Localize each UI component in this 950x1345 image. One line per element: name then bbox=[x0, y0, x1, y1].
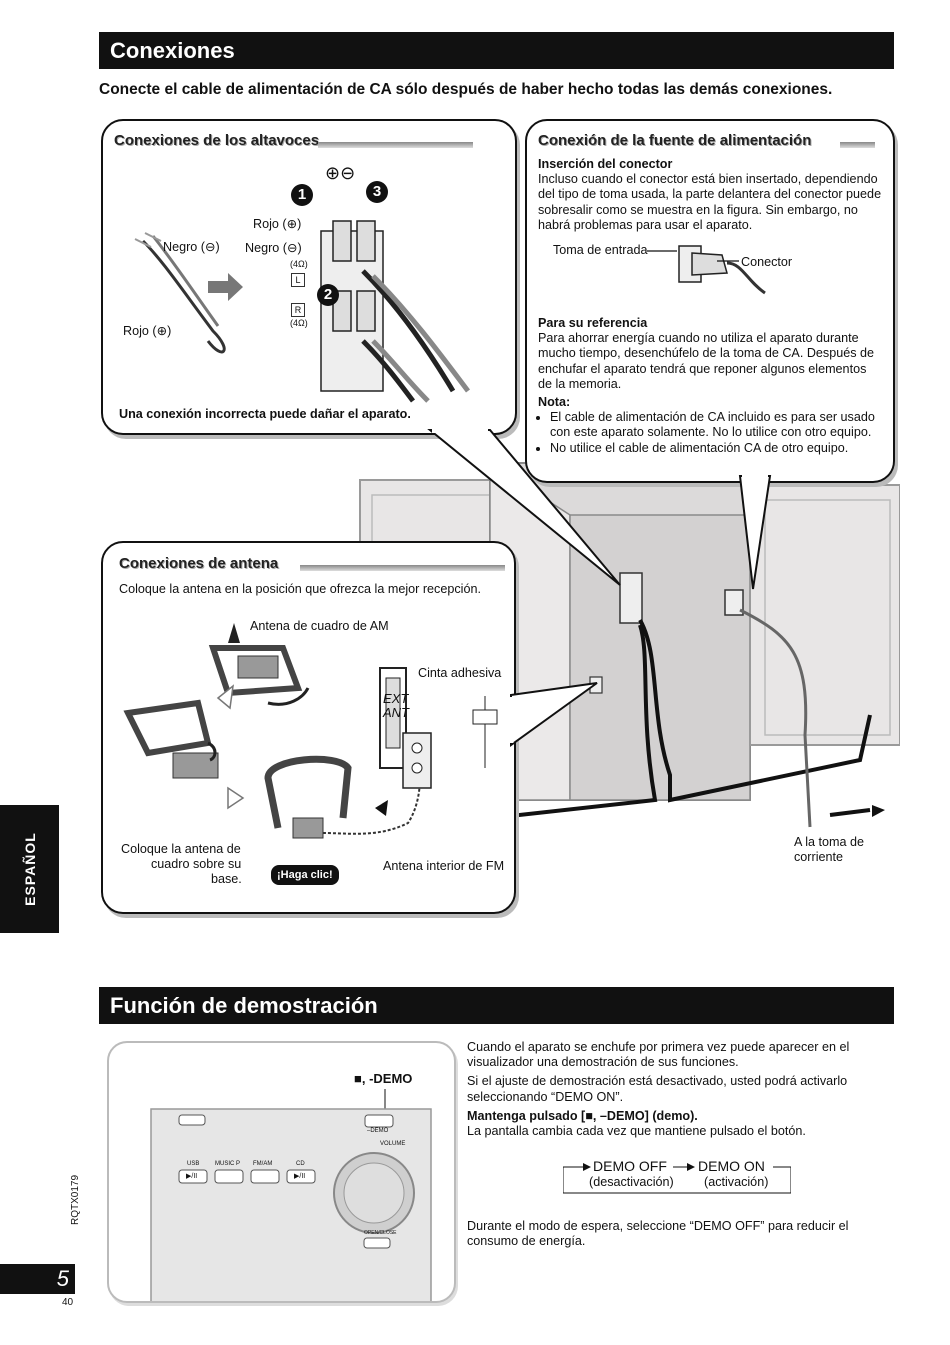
section-title-conexiones: Conexiones bbox=[99, 32, 894, 69]
demo-para-3-heading: Mantenga pulsado [■, –DEMO] (demo). bbox=[467, 1109, 887, 1124]
label-volume: VOLUME bbox=[380, 1141, 405, 1147]
label-fm-am: FM/AM bbox=[253, 1161, 272, 1167]
heading-insercion: Inserción del conector bbox=[538, 157, 883, 172]
flow-demo-off: DEMO OFF bbox=[593, 1158, 667, 1174]
haga-clic-badge: ¡Haga clic! bbox=[271, 865, 339, 885]
note-item-2: No utilice el cable de alimentación CA d… bbox=[550, 441, 883, 456]
label-open-close: OPEN/CLOSE bbox=[364, 1230, 397, 1236]
label-negro-terminal: Negro (⊖) bbox=[245, 240, 302, 255]
label-rojo-wire: Rojo (⊕) bbox=[123, 323, 171, 338]
callout-tail-antenna bbox=[505, 675, 605, 775]
demo-toggle-flow: DEMO OFF (desactivación) DEMO ON (activa… bbox=[563, 1157, 791, 1194]
label-rojo-terminal: Rojo (⊕) bbox=[253, 216, 301, 231]
step-3-badge: 3 bbox=[366, 181, 388, 203]
title-underline bbox=[840, 142, 875, 148]
step-2-badge: 2 bbox=[317, 284, 339, 306]
label-toma-corriente-2: corriente bbox=[794, 850, 843, 864]
plug-diagram bbox=[647, 241, 777, 301]
step-1-badge: 1 bbox=[291, 184, 313, 206]
text-insercion: Incluso cuando el conector está bien ins… bbox=[538, 172, 883, 233]
polarity-symbols: ⊕⊖ bbox=[325, 163, 355, 184]
panel-antenna-connections: Conexiones de antena Coloque la antena e… bbox=[101, 541, 516, 914]
callout-tail-power bbox=[735, 474, 775, 594]
demo-para-1: Cuando el aparato se enchufe por primera… bbox=[467, 1040, 887, 1070]
speaker-wiring-diagram bbox=[123, 181, 503, 411]
language-tab-label: ESPAÑOL bbox=[22, 832, 38, 906]
control-panel-drawing bbox=[109, 1043, 454, 1301]
label-ohm-left: (4Ω) bbox=[290, 259, 308, 269]
section-title-demo: Función de demostración bbox=[99, 987, 894, 1024]
heading-nota: Nota: bbox=[538, 395, 883, 410]
panel-title-speakers: Conexiones de los altavoces bbox=[114, 132, 319, 149]
label-r-channel: R bbox=[291, 303, 305, 317]
flow-demo-on-sub: (activación) bbox=[704, 1175, 768, 1189]
panel-title-antenna: Conexiones de antena bbox=[119, 555, 278, 572]
power-warning-lead: Conecte el cable de alimentación de CA s… bbox=[99, 81, 832, 99]
demo-para-2: Si el ajuste de demostración está desact… bbox=[467, 1074, 887, 1104]
label-play-cd: ▶/II bbox=[294, 1172, 305, 1180]
label-coloque-3: base. bbox=[211, 872, 242, 886]
page-number-box: 5 bbox=[0, 1264, 75, 1294]
label-play-usb: ▶/II bbox=[186, 1172, 197, 1180]
label-conector: Conector bbox=[741, 255, 792, 269]
panel-title-power: Conexión de la fuente de alimentación bbox=[538, 132, 811, 149]
antenna-intro: Coloque la antena en la posición que ofr… bbox=[119, 582, 481, 596]
language-tab: ESPAÑOL bbox=[0, 805, 59, 933]
demo-illustration-panel: ■, -DEMO –DEMO VOLUME USB MUSIC P FM/AM … bbox=[107, 1041, 456, 1303]
document-code: RQTX0179 bbox=[70, 1175, 81, 1225]
label-l-channel: L bbox=[291, 273, 305, 287]
label-ohm-right: (4Ω) bbox=[290, 318, 308, 328]
label-am-antenna: Antena de cuadro de AM bbox=[250, 619, 389, 633]
label-demo-small: –DEMO bbox=[367, 1128, 388, 1134]
demo-para-3-text: La pantalla cambia cada vez que mantiene… bbox=[467, 1124, 887, 1139]
incorrect-connection-warning: Una conexión incorrecta puede dañar el a… bbox=[119, 407, 411, 421]
page-sub-number: 40 bbox=[62, 1297, 73, 1308]
label-coloque-1: Coloque la antena de bbox=[121, 842, 241, 856]
panel-power-connection: Conexión de la fuente de alimentación In… bbox=[525, 119, 895, 483]
heading-referencia: Para su referencia bbox=[538, 316, 883, 331]
label-fm-antenna: Antena interior de FM bbox=[383, 859, 504, 873]
label-ext: EXT bbox=[383, 691, 408, 706]
label-cd: CD bbox=[296, 1161, 305, 1167]
panel-speaker-connections: Conexiones de los altavoces Negro (⊖) Ro… bbox=[101, 119, 517, 435]
title-underline bbox=[318, 142, 473, 148]
label-cinta-adhesiva: Cinta adhesiva bbox=[418, 666, 501, 680]
flow-demo-off-sub: (desactivación) bbox=[589, 1175, 674, 1189]
demo-para-4: Durante el modo de espera, seleccione “D… bbox=[467, 1219, 887, 1249]
label-usb: USB bbox=[187, 1161, 199, 1167]
label-music-p: MUSIC P bbox=[215, 1161, 240, 1167]
label-coloque-2: cuadro sobre su bbox=[151, 857, 241, 871]
text-referencia: Para ahorrar energía cuando no utiliza e… bbox=[538, 331, 883, 392]
title-underline bbox=[300, 565, 505, 571]
flow-demo-on: DEMO ON bbox=[698, 1158, 765, 1174]
label-toma-entrada: Toma de entrada bbox=[553, 243, 648, 257]
page-number: 5 bbox=[57, 1264, 69, 1294]
note-item-1: El cable de alimentación de CA incluido … bbox=[550, 410, 883, 440]
label-toma-corriente-1: A la toma de bbox=[794, 835, 864, 849]
label-ant: ANT bbox=[383, 705, 409, 720]
label-negro-wire: Negro (⊖) bbox=[163, 239, 220, 254]
